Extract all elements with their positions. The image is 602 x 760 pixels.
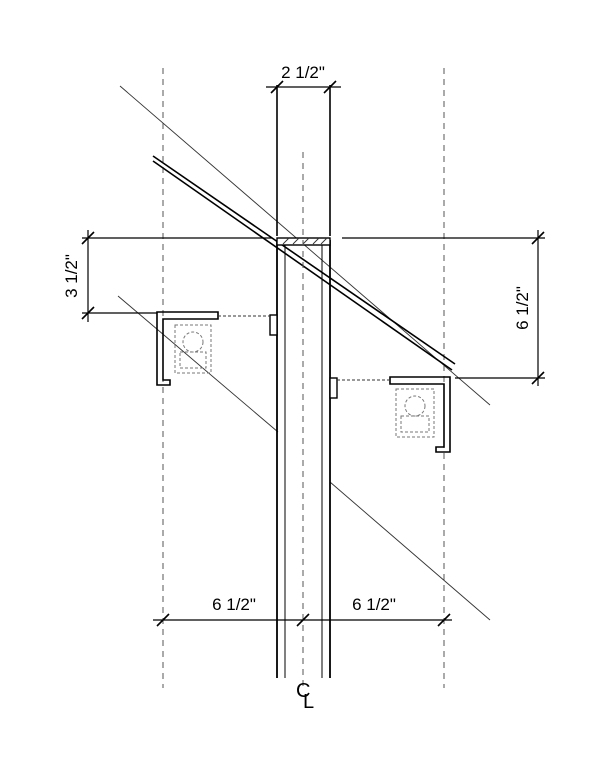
sloped-member — [152, 155, 456, 371]
top-dimension-label: 2 1/2" — [281, 63, 325, 82]
left-vertical-dimension: 3 1/2" — [62, 230, 272, 322]
bottom-left-dimension-label: 6 1/2" — [212, 595, 256, 614]
left-post-tab — [269, 314, 278, 336]
svg-text:C: C — [296, 680, 310, 702]
centerline-symbol: C L — [296, 680, 314, 713]
bottom-dimension: 6 1/2" 6 1/2" — [153, 595, 452, 627]
top-dimension: 2 1/2" — [266, 63, 341, 94]
svg-text:L: L — [303, 691, 314, 713]
left-vertical-dimension-label: 3 1/2" — [62, 254, 81, 298]
bottom-right-dimension-label: 6 1/2" — [352, 595, 396, 614]
lower-diagonal-projection-line-a — [117, 295, 279, 433]
left-channel-bracket — [156, 311, 270, 386]
right-channel-bracket — [337, 376, 451, 453]
right-vertical-dimension: 6 1/2" — [342, 230, 545, 386]
right-post-tab — [329, 377, 338, 399]
center-post — [276, 85, 331, 678]
right-light-fixture — [395, 388, 435, 438]
lower-diagonal-projection-line-b — [329, 481, 491, 621]
right-vertical-dimension-label: 6 1/2" — [513, 286, 532, 330]
left-light-fixture — [174, 324, 212, 374]
